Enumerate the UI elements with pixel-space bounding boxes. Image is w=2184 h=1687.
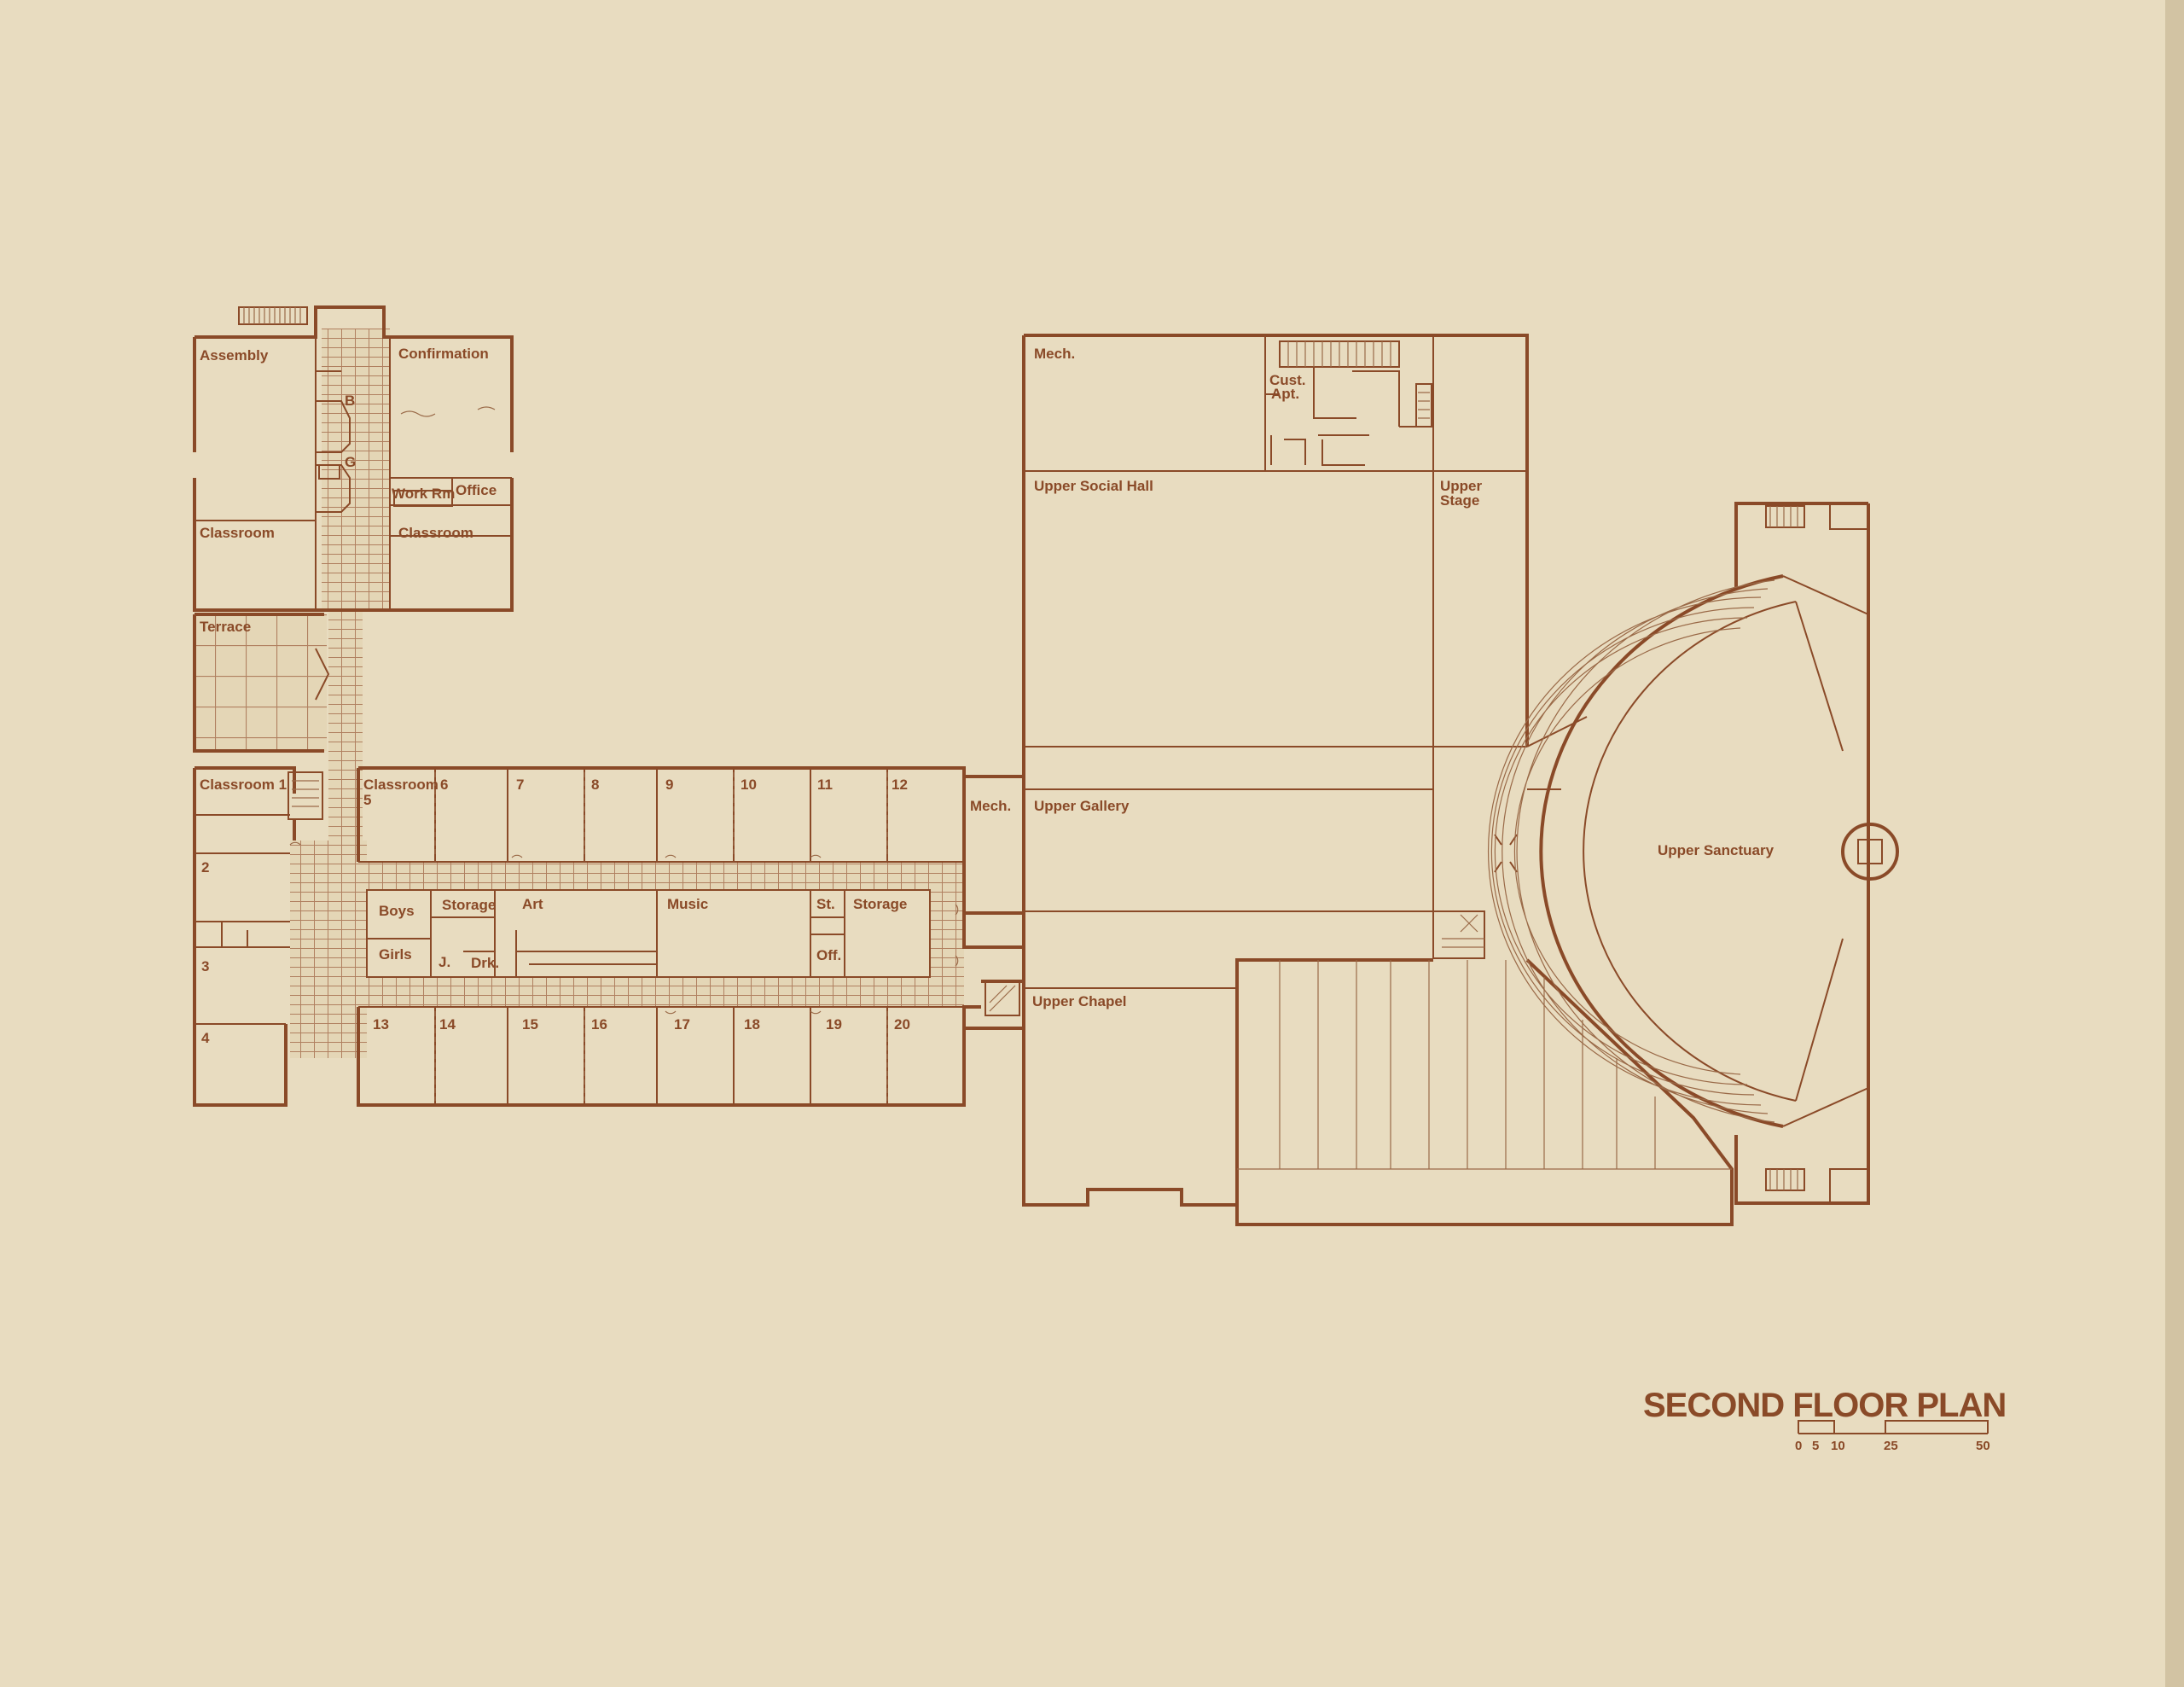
label-upper-sanctuary: Upper Sanctuary — [1658, 842, 1774, 858]
label-room-8: 8 — [591, 777, 599, 793]
label-room-20: 20 — [894, 1016, 910, 1033]
label-room-12: 12 — [892, 777, 908, 793]
page-edge — [2165, 0, 2184, 1687]
label-room-3: 3 — [201, 958, 209, 974]
label-art: Art — [522, 896, 543, 912]
label-room-2: 2 — [201, 859, 209, 875]
label-room-19: 19 — [826, 1016, 842, 1033]
label-work-rm: Work Rm — [392, 486, 455, 502]
label-b: B — [345, 393, 355, 409]
link-block — [964, 775, 1025, 1030]
scale-tick-5: 5 — [1812, 1439, 1819, 1453]
label-off: Off. — [816, 947, 841, 963]
label-room-7: 7 — [516, 777, 524, 793]
label-room-10: 10 — [741, 777, 757, 793]
label-room-5: 5 — [363, 792, 371, 808]
label-cust-apt-1: Cust. — [1269, 372, 1306, 388]
label-classroom-1: Classroom 1 — [200, 777, 287, 793]
label-g: G — [345, 454, 356, 470]
label-upper-stage-1: Upper — [1440, 478, 1483, 494]
label-confirmation: Confirmation — [398, 346, 489, 362]
scale-tick-25: 25 — [1884, 1439, 1898, 1453]
label-cust-apt-2: Apt. — [1271, 386, 1299, 402]
label-room-11: 11 — [817, 777, 833, 793]
label-mech-link: Mech. — [970, 798, 1011, 814]
label-room-6: 6 — [440, 777, 448, 793]
label-room-18: 18 — [744, 1016, 760, 1033]
east-building — [1022, 334, 1899, 1226]
label-classroom-right: Classroom — [398, 525, 473, 541]
label-classroom-left: Classroom — [200, 525, 275, 541]
scale-tick-0: 0 — [1795, 1439, 1802, 1453]
label-room-16: 16 — [591, 1016, 607, 1033]
exterior-stair — [238, 306, 308, 325]
room-labels: Assembly Confirmation B G Work Rm Office… — [200, 346, 1774, 1046]
label-storage-a: Storage — [442, 897, 496, 913]
label-mech-top: Mech. — [1034, 346, 1075, 362]
label-drk: Drk. — [471, 955, 499, 971]
school-wing — [193, 305, 981, 1107]
label-boys: Boys — [379, 903, 415, 919]
label-room-14: 14 — [439, 1016, 456, 1033]
label-upper-chapel: Upper Chapel — [1032, 993, 1127, 1009]
label-assembly: Assembly — [200, 347, 269, 364]
label-upper-social-hall: Upper Social Hall — [1034, 478, 1153, 494]
scale-tick-50: 50 — [1976, 1439, 1990, 1453]
scale-tick-10: 10 — [1831, 1439, 1845, 1453]
label-room-4: 4 — [201, 1030, 210, 1046]
label-upper-stage-2: Stage — [1440, 492, 1479, 509]
label-classroom-5: Classroom — [363, 777, 439, 793]
label-room-15: 15 — [522, 1016, 538, 1033]
label-room-17: 17 — [674, 1016, 690, 1033]
label-st: St. — [816, 896, 835, 912]
title-block: SECOND FLOOR PLAN 0 5 10 25 50 — [1643, 1387, 2007, 1453]
label-girls: Girls — [379, 946, 412, 963]
label-music: Music — [667, 896, 708, 912]
label-terrace: Terrace — [200, 619, 251, 635]
label-storage-b: Storage — [853, 896, 907, 912]
label-room-13: 13 — [373, 1016, 389, 1033]
plan-title: SECOND FLOOR PLAN — [1643, 1387, 2006, 1424]
label-room-9: 9 — [665, 777, 673, 793]
label-upper-gallery: Upper Gallery — [1034, 798, 1130, 814]
label-office: Office — [456, 482, 497, 498]
label-j: J. — [439, 954, 450, 970]
